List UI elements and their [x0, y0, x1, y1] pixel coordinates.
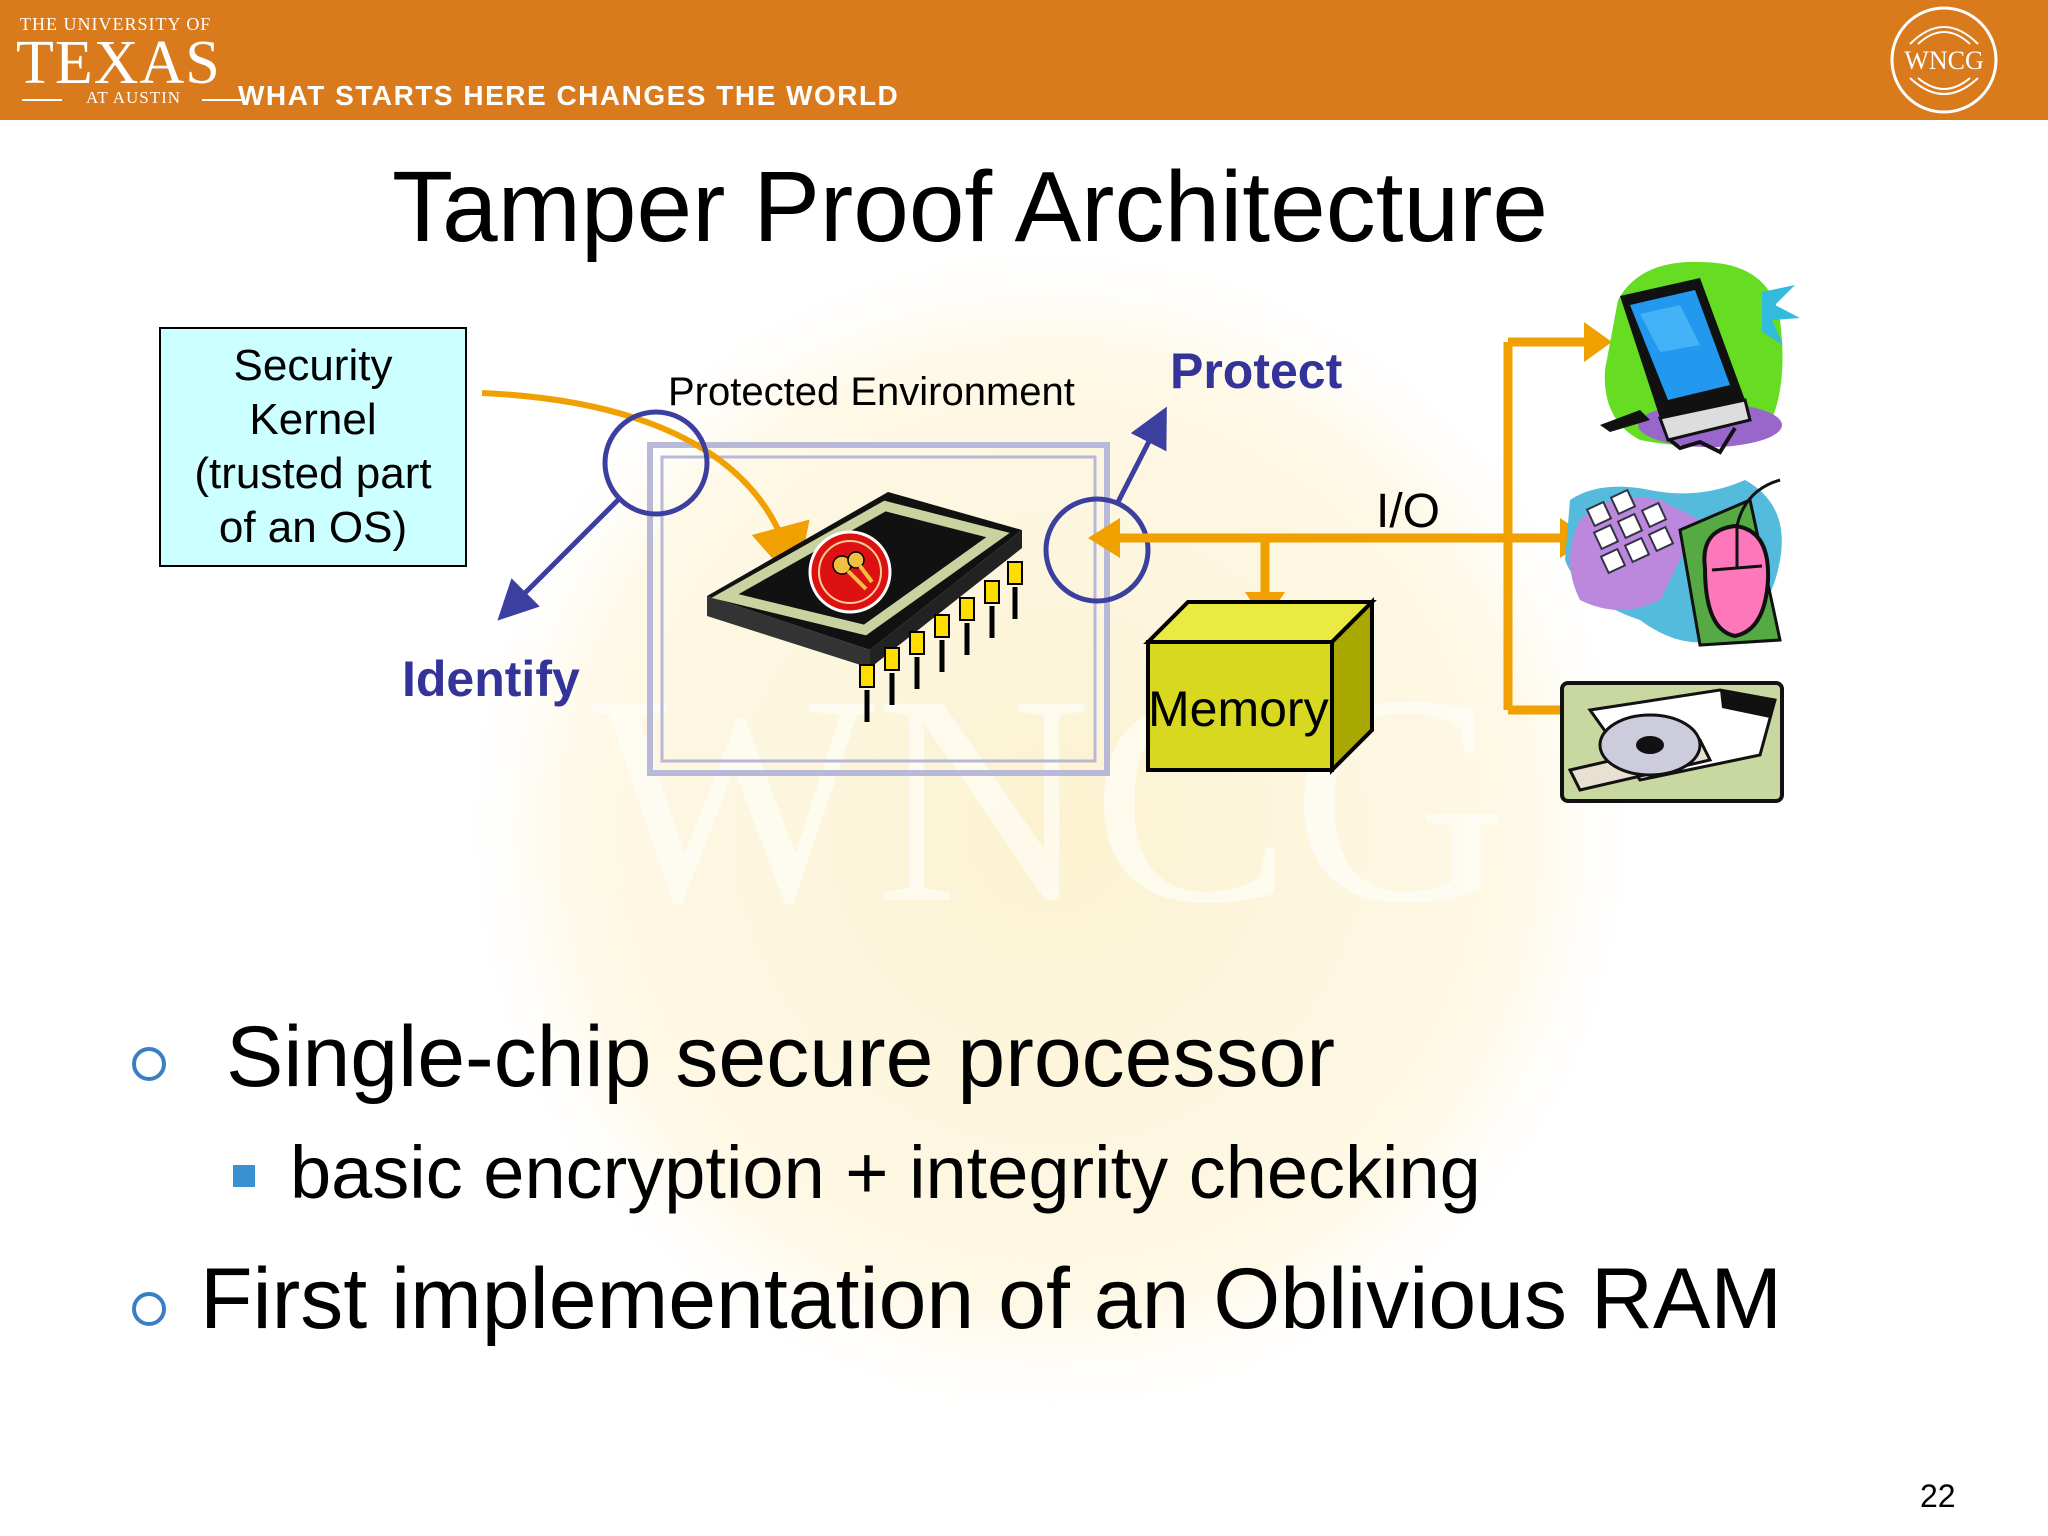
bullet-circle-icon — [132, 1047, 166, 1081]
protect-label: Protect — [1170, 343, 1343, 399]
sub-bullet-square-icon — [233, 1165, 255, 1187]
campus-name: AT AUSTIN — [85, 88, 182, 107]
header-bar: THE UNIVERSITY OF TEXAS AT AUSTIN WHAT S… — [0, 0, 2048, 120]
watermark-logo-icon: WNCG — [450, 230, 1650, 1430]
identify-arrow — [497, 498, 620, 621]
protect-circle — [1043, 496, 1151, 604]
protect-arrow — [1115, 406, 1167, 504]
cd-drive-icon — [1560, 681, 1784, 803]
io-bus — [1108, 337, 1590, 715]
protected-environment-box — [647, 442, 1110, 776]
bullet-circle-icon — [132, 1292, 166, 1326]
memory-cube — [1143, 597, 1377, 775]
identify-circle — [602, 409, 710, 517]
campus-rule-left — [22, 99, 62, 101]
campus-line: AT AUSTIN — [22, 88, 242, 108]
university-name-large: TEXAS — [16, 29, 221, 97]
chip-with-keys-icon — [707, 492, 1023, 722]
bullet-item: Single-chip secure processor — [226, 1009, 1335, 1105]
security-kernel-box: Security Kernel (trusted part of an OS) — [159, 327, 467, 567]
campus-rule-right — [202, 99, 242, 101]
memory-label: Memory — [1148, 681, 1329, 737]
sub-bullet-item: basic encryption + integrity checking — [290, 1131, 1481, 1214]
logo-text: WNCG — [1904, 46, 1983, 75]
protected-environment-label: Protected Environment — [668, 370, 1075, 414]
wncg-logo-icon: WNCG — [1890, 6, 1998, 114]
identify-label: Identify — [402, 651, 580, 707]
slide-title: Tamper Proof Architecture — [391, 151, 1549, 263]
keyboard-mouse-icon — [1565, 478, 1782, 647]
kernel-to-chip-arrow — [481, 390, 810, 586]
computer-monitor-icon — [1600, 261, 1800, 455]
tagline: WHAT STARTS HERE CHANGES THE WORLD — [238, 80, 900, 111]
bullet-item: First implementation of an Oblivious RAM — [200, 1251, 1783, 1347]
university-name-small: THE UNIVERSITY OF — [20, 14, 212, 34]
io-label: I/O — [1376, 485, 1441, 538]
page-number: 22 — [1920, 1478, 1956, 1514]
